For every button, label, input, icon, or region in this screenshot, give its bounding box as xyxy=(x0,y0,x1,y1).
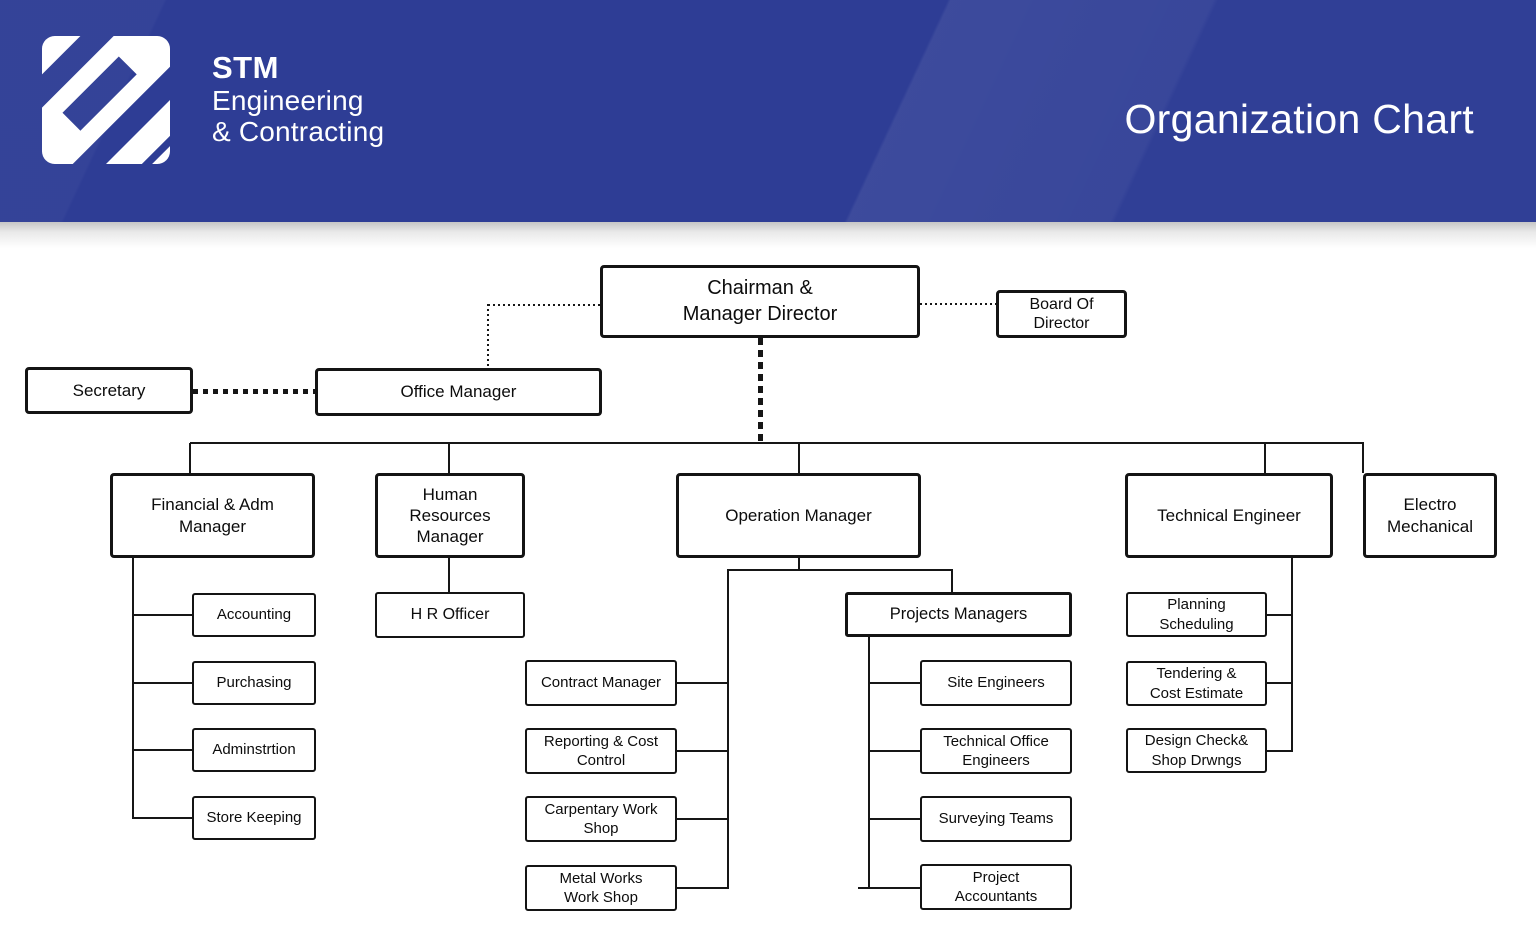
node-chairman: Chairman & Manager Director xyxy=(600,265,920,338)
connector-stub-reporting xyxy=(677,750,728,752)
connector-operation-horizontal xyxy=(727,569,953,571)
node-carpentary-work-shop: Carpentary Work Shop xyxy=(525,796,677,842)
connector-chairman-down xyxy=(758,338,763,443)
connector-distribution-line xyxy=(190,442,1364,444)
connector-stub-design-check xyxy=(1267,750,1293,752)
node-design-check-shop-drawings: Design Check& Shop Drwngs xyxy=(1126,728,1267,773)
connector-drop-financial xyxy=(189,443,191,473)
node-site-engineers: Site Engineers xyxy=(920,660,1072,706)
connector-stub-store-keeping xyxy=(132,817,192,819)
connector-stub-metal-works xyxy=(677,887,728,889)
connector-technical-vertical xyxy=(1291,558,1293,752)
node-reporting-cost-control: Reporting & Cost Control xyxy=(525,728,677,774)
connector-drop-technical xyxy=(1264,443,1266,473)
connector-operation-right-vertical xyxy=(951,569,953,592)
connector-hr-officer xyxy=(448,558,450,592)
header-banner: STM Engineering & Contracting Organizati… xyxy=(0,0,1536,222)
node-operation-manager: Operation Manager xyxy=(676,473,921,558)
connector-stub-carpentary xyxy=(677,818,728,820)
logo-wordmark: STM Engineering & Contracting xyxy=(212,50,385,148)
node-contract-manager: Contract Manager xyxy=(525,660,677,706)
node-accounting: Accounting xyxy=(192,593,316,637)
connector-operation-left-vertical xyxy=(727,569,729,889)
node-office-manager: Office Manager xyxy=(315,368,602,416)
connector-stub-planning xyxy=(1267,614,1293,616)
stm-logo-icon xyxy=(42,36,170,164)
header-shadow xyxy=(0,222,1536,252)
node-surveying-teams: Surveying Teams xyxy=(920,796,1072,842)
node-financial-adm-manager: Financial & Adm Manager xyxy=(110,473,315,558)
connector-stub-project-accountants xyxy=(858,887,920,889)
connector-projects-vertical xyxy=(868,637,870,889)
connector-operation-down xyxy=(798,558,800,571)
node-board-of-director: Board Of Director xyxy=(996,290,1127,338)
node-hr-officer: H R Officer xyxy=(375,592,525,638)
connector-stub-administration xyxy=(132,749,192,751)
logo-line3: & Contracting xyxy=(212,116,385,148)
connector-drop-operation xyxy=(798,443,800,473)
connector-drop-electro xyxy=(1362,443,1364,473)
node-project-accountants: Project Accountants xyxy=(920,864,1072,910)
connector-chairman-board xyxy=(920,303,996,305)
node-store-keeping: Store Keeping xyxy=(192,796,316,840)
node-tendering-cost-estimate: Tendering & Cost Estimate xyxy=(1126,661,1267,706)
connector-stub-tendering xyxy=(1267,682,1293,684)
logo-brand: STM xyxy=(212,50,279,85)
connector-stub-accounting xyxy=(132,614,192,616)
node-metal-works-work-shop: Metal Works Work Shop xyxy=(525,865,677,911)
node-hr-manager: Human Resources Manager xyxy=(375,473,525,558)
connector-stub-technical-office xyxy=(868,750,920,752)
connector-stub-purchasing xyxy=(132,682,192,684)
node-administration: Adminstrtion xyxy=(192,728,316,772)
node-technical-office-engineers: Technical Office Engineers xyxy=(920,728,1072,774)
node-projects-managers: Projects Managers xyxy=(845,592,1072,637)
node-planning-scheduling: Planning Scheduling xyxy=(1126,592,1267,637)
node-secretary: Secretary xyxy=(25,367,193,414)
connector-stub-site-engineers xyxy=(868,682,920,684)
connector-chairman-office-horizontal xyxy=(488,304,600,306)
connector-secretary-office xyxy=(193,389,315,394)
connector-stub-contract-manager xyxy=(677,682,728,684)
connector-stub-surveying xyxy=(868,818,920,820)
node-electro-mechanical: Electro Mechanical xyxy=(1363,473,1497,558)
node-technical-engineer: Technical Engineer xyxy=(1125,473,1333,558)
connector-chairman-office-vertical xyxy=(487,304,489,368)
page-title: Organization Chart xyxy=(1124,96,1474,142)
connector-drop-hr xyxy=(448,443,450,473)
logo-line2: Engineering xyxy=(212,84,364,116)
node-purchasing: Purchasing xyxy=(192,661,316,705)
connector-financial-vertical xyxy=(132,558,134,819)
